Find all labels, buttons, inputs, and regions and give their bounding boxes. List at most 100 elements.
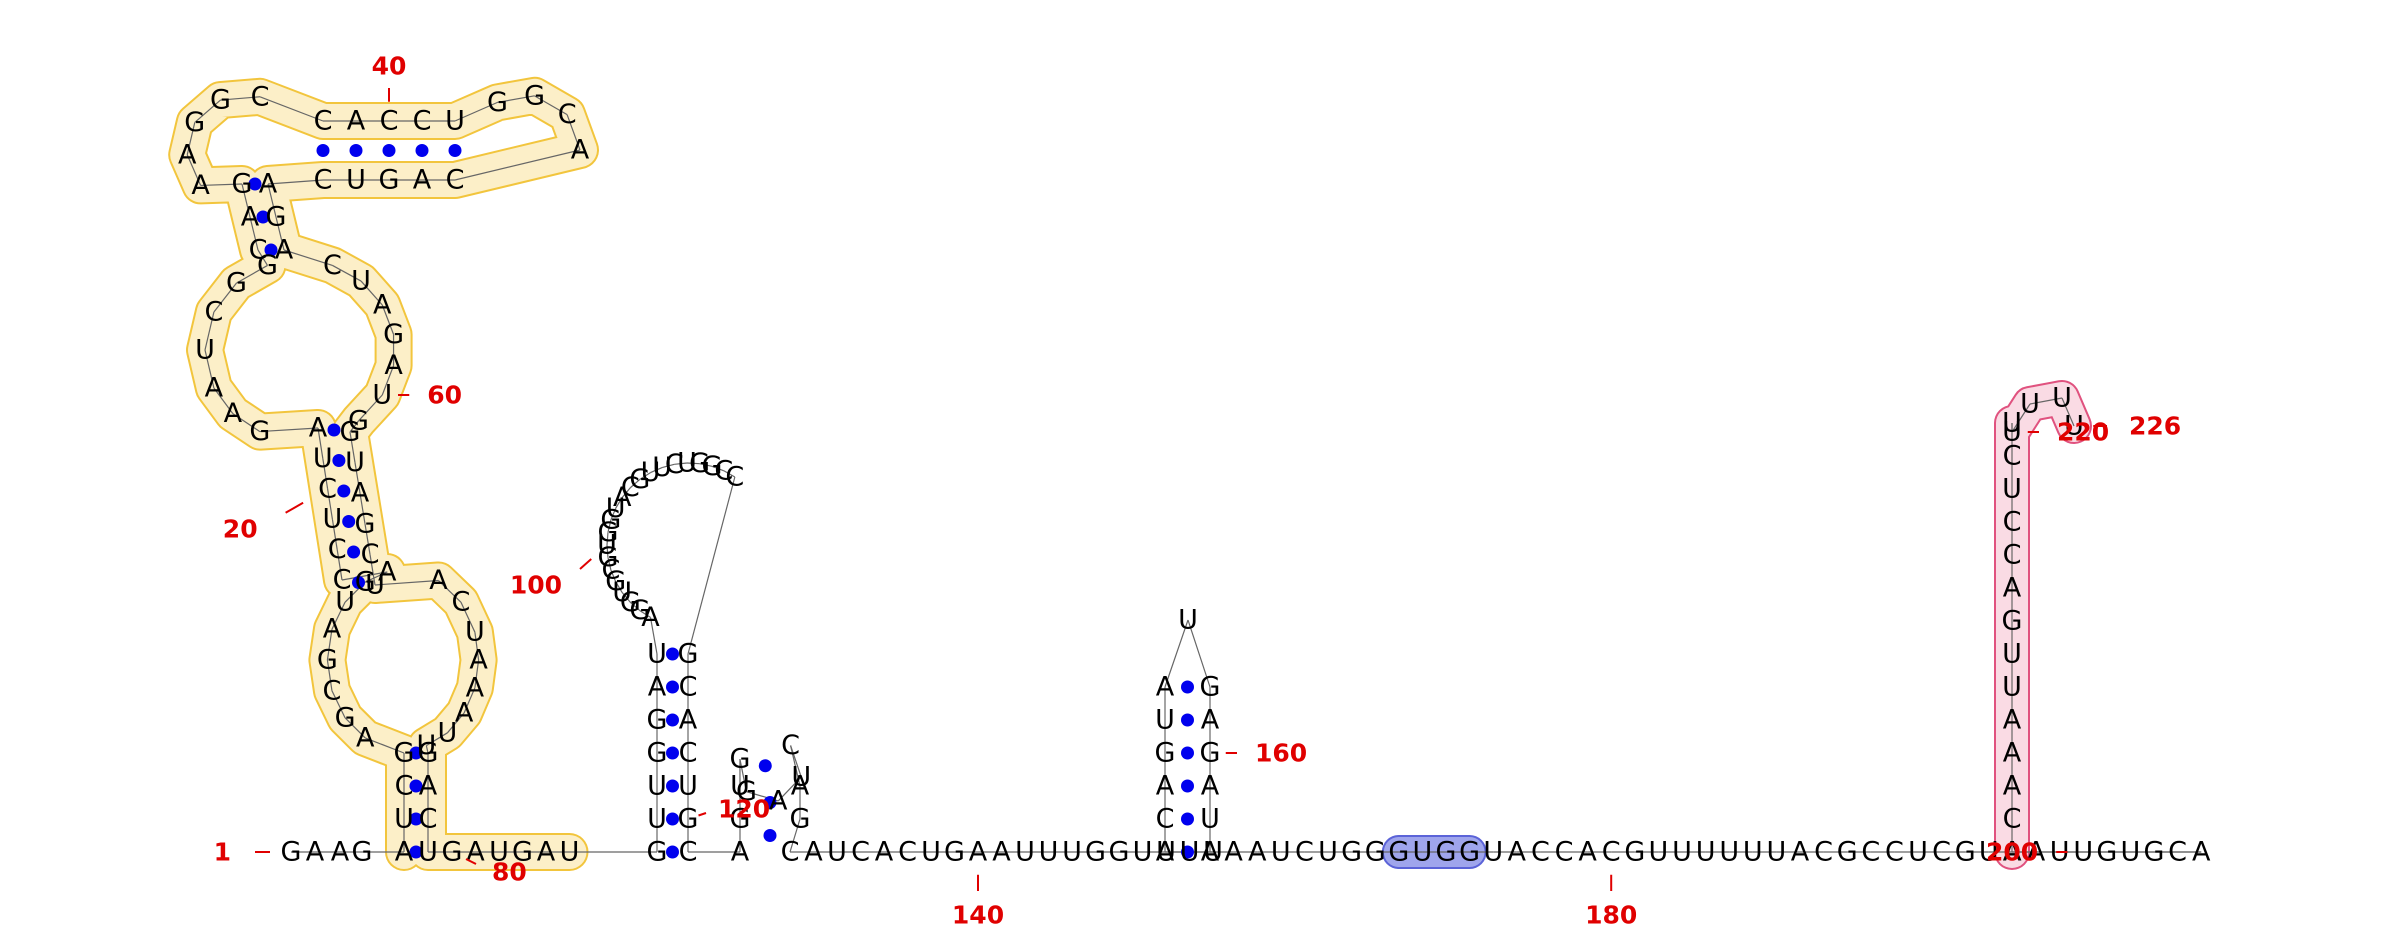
nucleotide: U xyxy=(1413,837,1433,868)
nucleotide: C xyxy=(1602,837,1621,868)
nucleotide: U xyxy=(647,771,667,802)
nucleotide: A xyxy=(1156,771,1175,802)
nucleotide: U xyxy=(1015,837,1035,868)
nucleotide: C xyxy=(328,534,347,565)
backbone-bond xyxy=(688,477,735,654)
nucleotide: A xyxy=(648,672,667,703)
nucleotide: A xyxy=(2003,705,2022,736)
nucleotide: U xyxy=(1908,837,1928,868)
nucleotide: G xyxy=(1624,837,1645,868)
nucleotide: C xyxy=(323,250,342,281)
nucleotide: U xyxy=(678,771,698,802)
nucleotide: C xyxy=(1861,837,1880,868)
nucleotide: A xyxy=(455,697,474,728)
nucleotide: C xyxy=(361,539,380,570)
nucleotide: A xyxy=(306,837,325,868)
nucleotide: G xyxy=(352,837,373,868)
backbone-bonds xyxy=(187,96,2201,852)
nucleotide: C xyxy=(2003,540,2022,571)
nucleotide: G xyxy=(355,508,376,539)
nucleotide: C xyxy=(679,837,698,868)
nucleotide: G xyxy=(1200,672,1221,703)
nucleotide: G xyxy=(2002,606,2023,637)
nucleotide: U xyxy=(827,837,847,868)
nucleotide: U xyxy=(2002,639,2022,670)
nucleotide: G xyxy=(379,165,400,196)
nucleotide: U xyxy=(1039,837,1059,868)
nucleotide: G xyxy=(232,169,253,200)
base-pair-dot xyxy=(416,144,429,157)
nucleotide: A xyxy=(1201,771,1220,802)
nucleotide: A xyxy=(1248,837,1267,868)
nucleotide: G xyxy=(1109,837,1130,868)
nucleotide: G xyxy=(249,416,270,447)
nucleotide: A xyxy=(875,837,894,868)
nucleotide: C xyxy=(851,837,870,868)
nucleotide: C xyxy=(1932,837,1951,868)
nucleotide: A xyxy=(347,106,366,137)
position-label: 200 xyxy=(1986,838,2038,867)
nucleotide: U xyxy=(195,335,215,366)
nucleotide: A xyxy=(1791,837,1810,868)
nucleotide: U xyxy=(1696,837,1716,868)
nucleotide: C xyxy=(1814,837,1833,868)
base-pair-dot xyxy=(1181,747,1194,760)
nucleotide: G xyxy=(1459,837,1480,868)
nucleotide: U xyxy=(346,165,366,196)
nucleotide: G xyxy=(1365,837,1386,868)
nucleotide: U xyxy=(365,570,385,601)
nucleotide: G xyxy=(226,268,247,299)
nucleotide: A xyxy=(356,722,375,753)
nucleotide: A xyxy=(331,837,350,868)
nucleotide: C xyxy=(419,804,438,835)
nucleotide: A xyxy=(2003,573,2022,604)
nucleotide: C xyxy=(725,462,744,493)
nucleotide: U xyxy=(345,447,365,478)
nucleotide: C xyxy=(781,837,800,868)
nucleotide: A xyxy=(323,614,342,645)
nucleotide: A xyxy=(205,373,224,404)
nucleotide: C xyxy=(314,106,333,137)
nucleotide: U xyxy=(647,804,667,835)
nucleotide: U xyxy=(921,837,941,868)
base-pair-dot xyxy=(1181,813,1194,826)
nucleotide: U xyxy=(1672,837,1692,868)
base-pair-dot xyxy=(332,454,345,467)
nucleotide: A xyxy=(373,290,392,321)
nucleotide: C xyxy=(333,565,352,596)
position-label: 1 xyxy=(214,838,231,867)
nucleotide: A xyxy=(351,478,370,509)
nucleotide: U xyxy=(323,504,343,535)
nucleotide: U xyxy=(438,717,458,748)
nucleotide: U xyxy=(1719,837,1739,868)
nucleotide: U xyxy=(1649,837,1669,868)
position-label: 120 xyxy=(718,795,770,824)
nucleotide: U xyxy=(445,106,465,137)
nucleotide: G xyxy=(1436,837,1457,868)
nucleotide: C xyxy=(446,165,465,196)
position-tick xyxy=(699,813,707,816)
base-pair-dot xyxy=(317,144,330,157)
position-tick xyxy=(580,559,591,569)
nucleotide: A xyxy=(275,235,294,266)
nucleotide: A xyxy=(571,135,590,166)
nucleotide: U xyxy=(1743,837,1763,868)
nucleotide: A xyxy=(309,413,328,444)
base-pair-dot xyxy=(350,144,363,157)
nucleotide: A xyxy=(395,837,414,868)
base-pair-dot xyxy=(764,829,777,842)
nucleotide: U xyxy=(2002,474,2022,505)
nucleotide: U xyxy=(2002,417,2022,448)
base-pair-dot xyxy=(1181,714,1194,727)
nucleotide: C xyxy=(2003,507,2022,538)
nucleotide: C xyxy=(781,730,800,761)
position-label: 100 xyxy=(510,571,562,600)
nucleotide: U xyxy=(2052,383,2072,414)
nucleotide: U xyxy=(372,380,392,411)
nucleotide: G xyxy=(340,417,361,448)
nucleotide: A xyxy=(2003,738,2022,769)
base-pair-dot xyxy=(342,515,355,528)
